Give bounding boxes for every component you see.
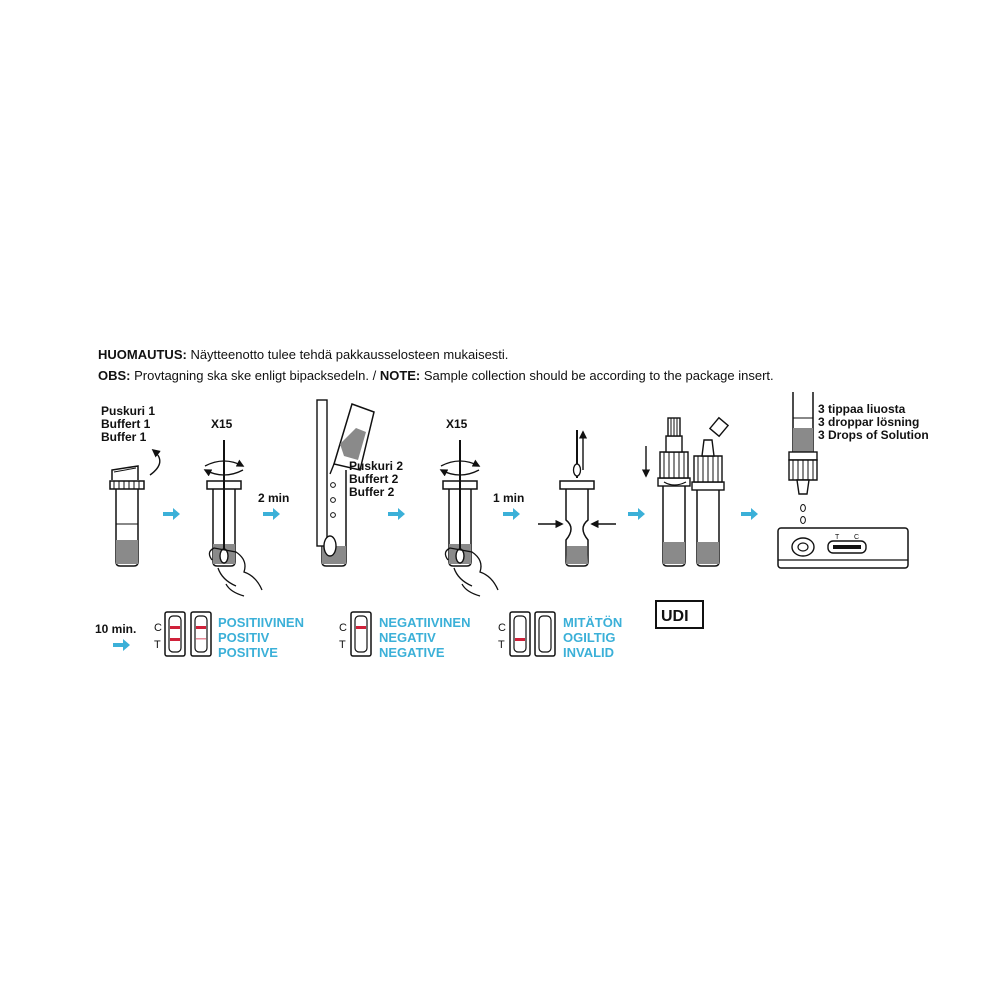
negative-label-sv: NEGATIV [379, 630, 436, 645]
next-step-arrow-2 [263, 508, 280, 520]
next-step-arrow-1 [163, 508, 180, 520]
next-step-arrow-4 [503, 508, 520, 520]
step3-add-buffer2 [316, 399, 375, 567]
control-line-label: C [154, 622, 162, 634]
drops-label-sv: 3 droppar lösning [818, 415, 919, 429]
wait-1min-label: 1 min [493, 491, 524, 505]
rotate-x15-label-1: X15 [211, 417, 233, 431]
note-label-huomautus: HUOMAUTUS: [98, 347, 187, 362]
step4-swab-rotate [439, 440, 499, 597]
svg-text:T: T [835, 534, 840, 541]
test-line-label: T [339, 639, 346, 651]
result-negative: C T [339, 611, 372, 657]
invalid-label-sv: OGILTIG [563, 630, 615, 645]
buffer2-label-en: Buffer 2 [349, 485, 395, 499]
test-line-label: T [498, 639, 505, 651]
note-label-note: NOTE: [379, 368, 421, 383]
drops-label-en: 3 Drops of Solution [818, 428, 929, 442]
step1-buffer-tube [109, 465, 145, 567]
svg-text:C: C [854, 534, 859, 541]
note-text-english: Sample collection should be according to… [420, 368, 774, 383]
invalid-label-en: INVALID [563, 645, 614, 660]
negative-label-fi: NEGATIIVINEN [379, 615, 471, 630]
next-step-arrow-5 [628, 508, 645, 520]
result-invalid: C T [498, 611, 556, 657]
peel-arrow [149, 448, 161, 476]
buffer1-label-sv: Buffert 1 [101, 417, 151, 431]
step5-squeeze-remove [538, 430, 616, 567]
step7-add-drops: T C [777, 392, 909, 569]
rotate-x15-label-2: X15 [446, 417, 468, 431]
control-line-label: C [339, 622, 347, 634]
negative-label-en: NEGATIVE [379, 645, 445, 660]
result-positive: C T [154, 611, 212, 657]
buffer1-label-fi: Puskuri 1 [101, 404, 155, 418]
buffer1-label-en: Buffer 1 [101, 430, 147, 444]
positive-label-sv: POSITIV [218, 630, 270, 645]
control-line-label: C [498, 622, 506, 634]
udi-box: UDI [655, 600, 704, 629]
test-line-label: T [154, 639, 161, 651]
note-label-obs: OBS: [98, 368, 131, 383]
positive-label-en: POSITIVE [218, 645, 278, 660]
step6-attach-cap [641, 416, 730, 567]
note-line-finnish: HUOMAUTUS: Näytteenotto tulee tehdä pakk… [98, 347, 508, 362]
invalid-label-fi: MITÄTÖN [563, 615, 622, 630]
note-text-finnish: Näytteenotto tulee tehdä pakkausselostee… [186, 347, 509, 362]
wait-2min-label: 2 min [258, 491, 289, 505]
next-step-arrow-3 [388, 508, 405, 520]
results-arrow [113, 639, 130, 651]
udi-label: UDI [661, 608, 689, 625]
drops-label-fi: 3 tippaa liuosta [818, 402, 906, 416]
note-line-swedish-english: OBS: Provtagning ska ske enligt bipackse… [98, 368, 774, 383]
buffer2-label-sv: Buffert 2 [349, 472, 399, 486]
step2-swab-rotate [203, 440, 263, 597]
positive-label-fi: POSITIIVINEN [218, 615, 304, 630]
note-text-swedish: Provtagning ska ske enligt bipacksedeln.… [130, 368, 380, 383]
wait-10min-label: 10 min. [95, 622, 136, 636]
next-step-arrow-6 [741, 508, 758, 520]
buffer2-label-fi: Puskuri 2 [349, 459, 403, 473]
